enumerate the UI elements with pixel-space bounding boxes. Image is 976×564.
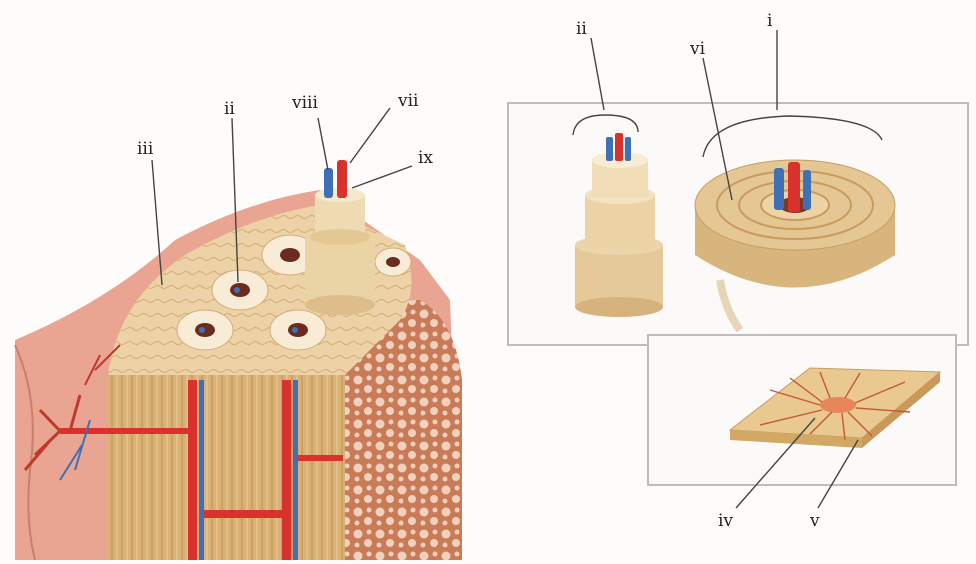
label-viii: viii [291,93,318,113]
bone-section-illustration [15,160,462,560]
compact-bone-side [108,375,345,560]
label-vii: vii [397,91,419,111]
osteon-inset-panel [508,103,968,345]
osteocyte-inset-panel [648,335,956,485]
extruded-artery [337,160,347,198]
label-v: v [809,511,820,531]
osteon-ring [270,310,326,350]
disc-artery [788,162,800,212]
osteon-artery [615,133,623,161]
osteon-ring [177,310,233,350]
label-i: i [767,11,773,31]
osteon-vein [606,137,613,161]
label-iii: iii [137,139,154,159]
extruded-vein [324,168,333,198]
label-iv: iv [718,511,733,531]
osteon-ring [212,270,268,310]
label-ii-left: ii [224,99,235,119]
osteocyte-cell [820,397,856,413]
label-ix: ix [418,148,433,168]
osteon-ring [375,248,411,276]
label-ii-right: ii [576,19,587,39]
disc-vein [774,168,784,210]
label-vi: vi [689,39,706,59]
